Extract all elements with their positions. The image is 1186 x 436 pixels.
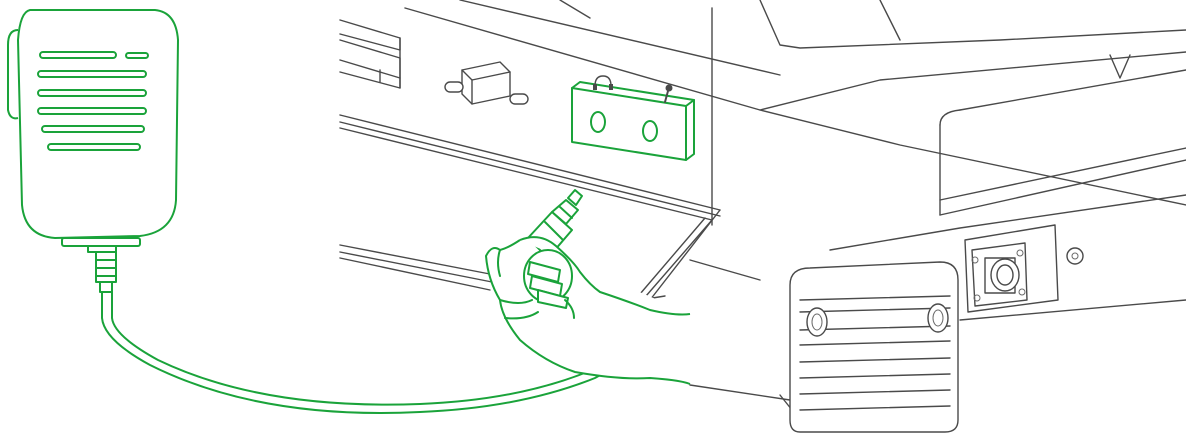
audio-port-block [572,76,694,160]
display-recess [940,70,1186,215]
microphone-icon [665,85,673,103]
cable-strain-relief [62,238,140,292]
radio-device [340,0,1186,432]
antenna-connector [965,225,1083,312]
speaker-microphone [8,10,178,292]
corner-bumper [790,262,958,432]
serial-connector [445,62,528,104]
headphone-icon [593,76,613,90]
panel-slots [340,20,400,88]
